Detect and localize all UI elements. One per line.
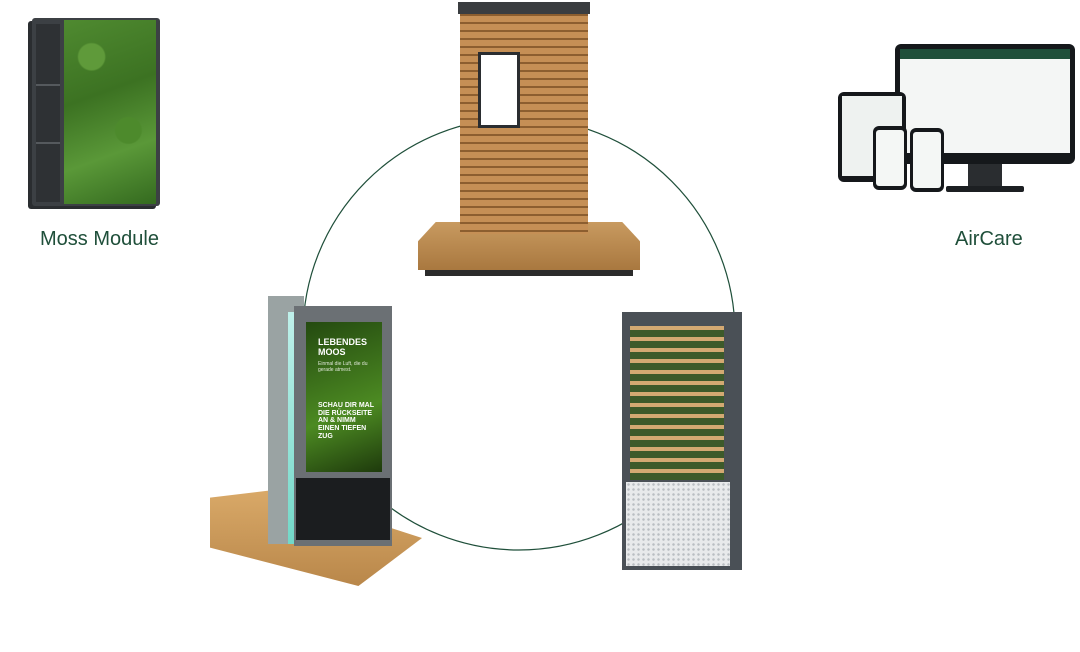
moss-module-label: Moss Module bbox=[40, 228, 159, 250]
aircare-label: AirCare bbox=[955, 228, 1023, 250]
kiosk-subline: Einmal die Luft, die du gerade atmest. bbox=[318, 361, 368, 373]
kiosk-headline: LEBENDES MOOS bbox=[318, 337, 368, 357]
kiosk-cta: SCHAU DIR MAL DIE RÜCKSEITE AN & NIMM EI… bbox=[318, 402, 374, 440]
